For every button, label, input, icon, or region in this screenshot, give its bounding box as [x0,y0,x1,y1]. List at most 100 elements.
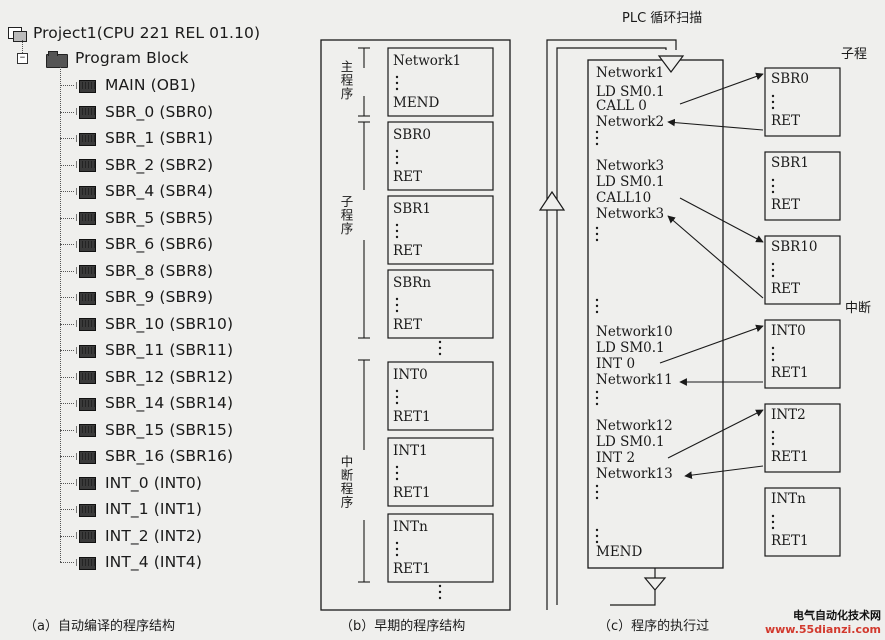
tree-item-label: SBR_0 (SBR0) [105,102,214,121]
scan-up-arrow [538,190,566,211]
tree-folder-label: Program Block [75,49,189,67]
flow-int-2-name: INT2 [771,407,806,423]
interrupt-program-label: 中断程序 [338,455,354,509]
early-sub-2-ret: RET [393,243,423,259]
early-brackets [358,47,370,583]
tree-item[interactable]: SBR_11 (SBR11) [76,337,233,363]
flow-main-line: LD SM0.1 [596,84,665,100]
scan-return-arrow [643,577,667,591]
program-block-icon [76,449,98,464]
tree-item-label: SBR_15 (SBR15) [105,420,234,439]
call-int0-arrow [659,324,764,364]
tree-connector [60,111,74,113]
call-sbr0-arrow [679,72,764,105]
tree-connector [60,164,74,166]
tree-item[interactable]: SBR_8 (SBR8) [76,258,213,284]
watermark: 电气自动化技术网 www.55dianzi.com [765,609,881,637]
program-block-icon [76,184,98,199]
tree-item-label: SBR_2 (SBR2) [105,155,214,174]
tree-connector [60,562,74,563]
tree-project-row[interactable]: Project1(CPU 221 REL 01.10) [8,20,260,46]
flow-main-line: CALL10 [596,190,652,206]
tree-item[interactable]: SBR_0 (SBR0) [76,99,213,125]
early-int-3-name: INTn [393,519,428,535]
watermark-url[interactable]: www.55dianzi.com [764,623,881,636]
tree-item-label: MAIN (OB1) [105,76,196,94]
flow-main-line: Network13 [596,466,673,482]
flow-int-box-1 [764,319,841,389]
tree-folder-row[interactable]: Program Block [46,45,189,71]
tree-item-label: SBR_9 (SBR9) [105,288,214,306]
tree-item[interactable]: SBR_5 (SBR5) [76,205,213,231]
tree-item[interactable]: SBR_4 (SBR4) [76,178,213,204]
tree-item[interactable]: SBR_2 (SBR2) [76,152,213,178]
early-sub-1-name: SBR0 [393,127,431,143]
tree-item[interactable]: SBR_6 (SBR6) [76,231,213,257]
flow-int-box-3 [764,487,841,557]
tree-item[interactable]: MAIN (OB1) [76,72,196,98]
early-main-box [387,47,494,117]
watermark-site: 电气自动化技术网 [793,609,881,622]
flow-main-line: MEND [596,544,643,560]
flow-main-line: LD SM0.1 [596,174,665,190]
flow-sub-2-ret: RET [771,197,801,213]
program-block-icon [76,131,98,146]
tree-item[interactable]: INT_0 (INT0) [76,470,202,496]
program-block-icon [76,396,98,411]
flow-main-line: INT 2 [596,450,636,466]
flow-int-3-ret: RET1 [771,533,809,549]
early-int-2-ret: RET1 [393,485,431,501]
caption-a: （a）自动编译的程序结构 [24,619,175,634]
program-block-icon [76,316,98,331]
tree-connector [60,403,74,404]
program-block-icon [76,528,98,543]
tree-connector-root [22,40,23,53]
program-block-icon [76,422,98,437]
flow-main-line: LD SM0.1 [596,434,665,450]
scan-loop [546,39,677,610]
tree-item[interactable]: SBR_12 (SBR12) [76,364,233,390]
early-int-3-ret: RET1 [393,561,431,577]
tree-connector-trunk [60,66,61,562]
ret-int2-arrow [684,465,764,479]
program-block-icon [76,502,98,517]
tree-item[interactable]: INT_1 (INT1) [76,496,202,522]
scan-label: PLC 循环扫描 [622,11,703,26]
flow-sub-2-name: SBR1 [771,155,809,171]
early-sub-box-2 [387,195,494,265]
program-block-icon [76,78,98,93]
program-block-icon [76,290,98,305]
tree-item-label: SBR_14 (SBR14) [105,394,234,412]
early-int-box-3 [387,513,494,583]
tree-connector [60,323,74,325]
tree-item[interactable]: SBR_16 (SBR16) [76,443,233,469]
flow-sub-1-name: SBR0 [771,71,809,87]
early-int-box-1 [387,361,494,431]
tree-item[interactable]: SBR_9 (SBR9) [76,284,213,310]
tree-item-label: INT_4 (INT4) [105,553,202,571]
tree-connector [60,85,74,86]
tree-item[interactable]: INT_4 (INT4) [76,549,202,575]
tree-item[interactable]: SBR_14 (SBR14) [76,390,233,416]
early-main-last: MEND [393,95,440,111]
flow-sub-1-ret: RET [771,113,801,129]
early-int-box-2 [387,437,494,507]
flow-sub-box-3 [764,235,841,305]
early-sub-2-name: SBR1 [393,201,431,217]
tree-item[interactable]: SBR_10 (SBR10) [76,311,233,337]
tree-item[interactable]: SBR_1 (SBR1) [76,125,213,151]
scan-loop-outer [546,39,677,610]
flow-main-dots [595,130,599,544]
tree-item-label: SBR_4 (SBR4) [105,182,214,200]
flow-main-line: Network10 [596,324,673,340]
project-icon [8,25,27,42]
tree-item[interactable]: INT_2 (INT2) [76,523,202,549]
ret-sbr0-arrow [667,118,764,131]
early-int-1-name: INT0 [393,367,428,383]
tree-project-label: Project1(CPU 221 REL 01.10) [33,24,261,42]
early-gap-dots [438,340,442,600]
flow-main-line: CALL 0 [596,98,647,114]
collapse-icon[interactable]: − [17,53,28,64]
tree-item[interactable]: SBR_15 (SBR15) [76,417,233,443]
